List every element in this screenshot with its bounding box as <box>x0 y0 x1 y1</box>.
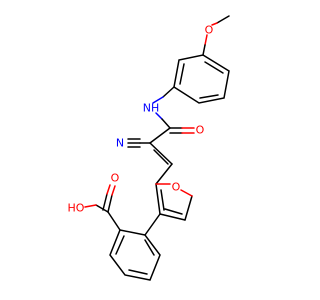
bond-nh-carbonyl-half <box>155 112 163 120</box>
benzoic-double-2 <box>128 269 148 275</box>
bond-methyl <box>216 15 230 24</box>
amide-nh-label: NH <box>143 102 160 115</box>
bond-furan-benzene <box>144 213 161 236</box>
methoxyphenyl-double-3 <box>179 63 185 85</box>
methoxy-oxygen-label: O <box>205 24 214 37</box>
furan-double-2 <box>160 189 165 211</box>
methoxyphenyl-double-2 <box>199 94 219 99</box>
furan-bond-c5-o <box>180 189 193 197</box>
chemical-structure-diagram: O NH O N O HO O <box>68 15 230 281</box>
bond-carbonyl-alkene <box>149 127 171 144</box>
bond-alkene-furan <box>155 163 173 185</box>
furan-bond-c4-c5 <box>184 195 193 221</box>
furan-double-1 <box>164 208 183 215</box>
bond-methyl-o <box>211 22 218 26</box>
bond-alkene <box>149 142 173 165</box>
bond-carboxyl-oh <box>95 204 109 213</box>
furan-bond-c3-c4 <box>159 213 186 221</box>
nitrile-nitrogen-label: N <box>116 137 124 150</box>
furan-bond-c2-c3 <box>155 183 161 215</box>
methoxyphenyl-ring <box>173 54 230 104</box>
atom-labels: O NH O N O HO O <box>68 24 214 215</box>
bond-o-aryl <box>204 34 208 46</box>
bonds <box>84 15 230 281</box>
methoxyphenyl-double-1 <box>204 61 224 74</box>
bond-ring-carboxyl <box>107 211 121 231</box>
benzoic-double-1 <box>115 235 125 255</box>
bond-carboxyl-o-red <box>111 185 116 196</box>
amide-oxygen-label: O <box>196 124 205 137</box>
bond-carboxyl-o-second <box>102 193 108 211</box>
furan-oxygen-label: O <box>172 181 181 194</box>
bond-nh-carbonyl <box>161 118 171 129</box>
benzoic-ring <box>109 229 161 281</box>
acid-oxygen-label: O <box>111 172 120 185</box>
bond-nh-ring-half <box>152 96 164 104</box>
bond-carboxyl-o-second-red <box>106 184 111 195</box>
bond-ring-nh <box>162 86 175 98</box>
acid-hydroxyl-label: HO <box>68 202 85 215</box>
bond-o-aryl-c <box>202 44 206 56</box>
bond-alkene-double <box>153 149 169 165</box>
bond-carboxyl-oh-red <box>84 204 97 208</box>
bond-carboxyl-o <box>107 194 113 213</box>
benzoic-double-3 <box>144 239 155 256</box>
